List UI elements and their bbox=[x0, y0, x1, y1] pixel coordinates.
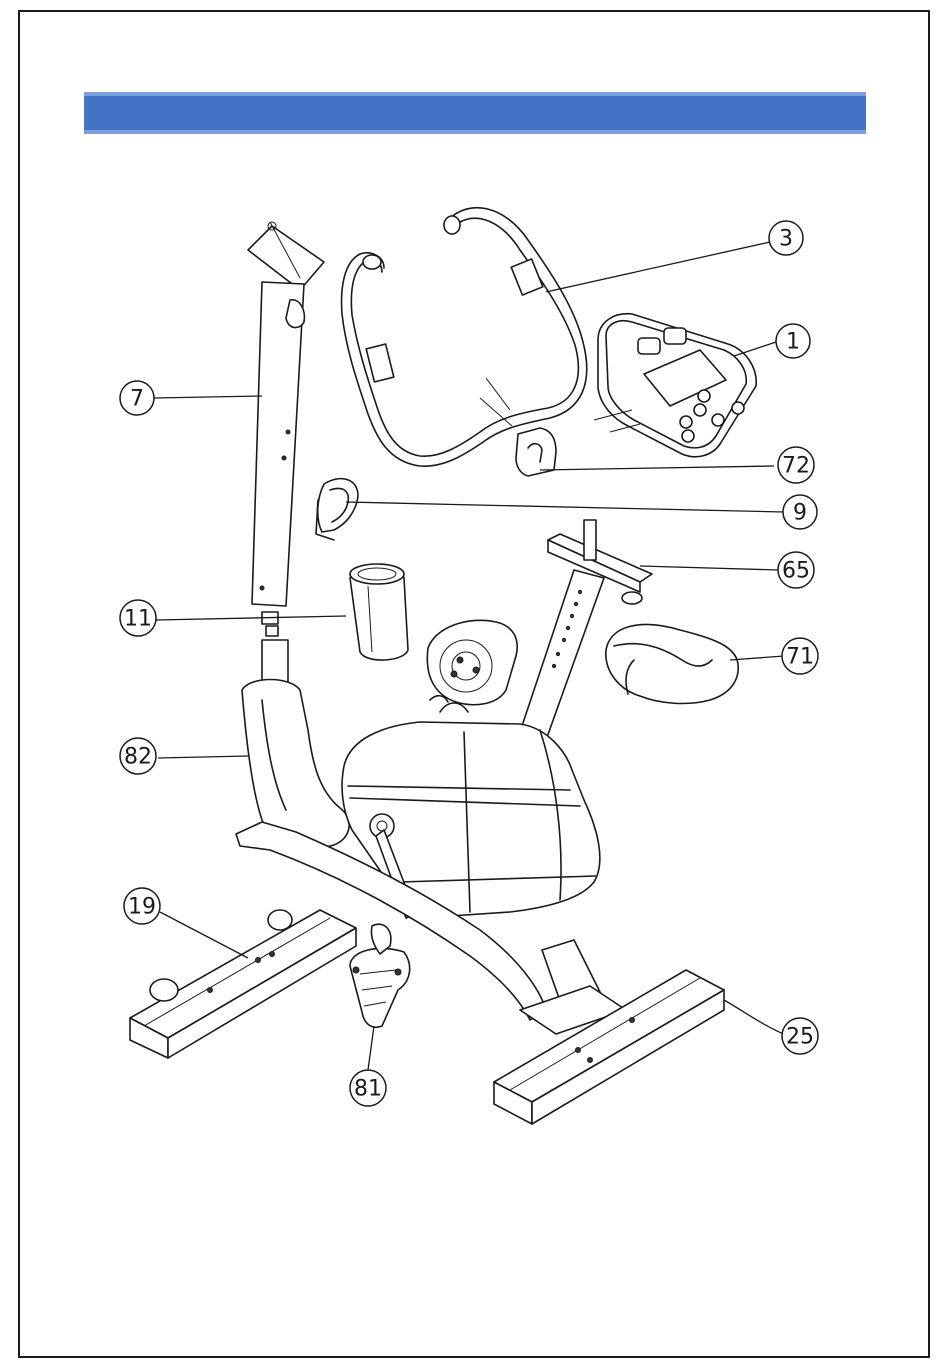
callout-label: 82 bbox=[124, 745, 152, 770]
console-bracket-part bbox=[516, 428, 556, 476]
callout-65: 65 bbox=[778, 552, 814, 588]
front-stabilizer-part bbox=[130, 910, 356, 1058]
callout-label: 11 bbox=[124, 607, 152, 632]
callout-72: 72 bbox=[778, 447, 814, 483]
callout-label: 71 bbox=[786, 645, 814, 670]
callout-label: 7 bbox=[130, 387, 144, 412]
callout-label: 3 bbox=[779, 227, 793, 252]
callout-81: 81 bbox=[350, 1070, 386, 1106]
callout-label: 81 bbox=[354, 1077, 382, 1102]
post-cover-part bbox=[350, 564, 408, 660]
callout-label: 65 bbox=[782, 559, 810, 584]
callout-82: 82 bbox=[120, 738, 156, 774]
fan-cover-part bbox=[427, 620, 517, 704]
handlebar-post-part bbox=[248, 222, 324, 636]
callout-3: 3 bbox=[769, 221, 803, 255]
callout-11: 11 bbox=[120, 600, 156, 636]
callout-label: 9 bbox=[793, 501, 807, 526]
handlebar-part bbox=[342, 208, 587, 466]
seat-part bbox=[606, 624, 738, 703]
callout-71: 71 bbox=[782, 638, 818, 674]
callout-label: 25 bbox=[786, 1025, 814, 1050]
console-part bbox=[594, 314, 756, 457]
callout-label: 1 bbox=[786, 330, 800, 355]
bottle-holder-part bbox=[316, 479, 358, 540]
callout-7: 7 bbox=[120, 381, 154, 415]
callout-1: 1 bbox=[776, 324, 810, 358]
callout-label: 72 bbox=[782, 454, 810, 479]
pedal-part bbox=[350, 924, 410, 1027]
callout-label: 19 bbox=[128, 895, 156, 920]
callout-25: 25 bbox=[782, 1018, 818, 1054]
callout-19: 19 bbox=[124, 888, 160, 924]
callout-9: 9 bbox=[783, 495, 817, 529]
